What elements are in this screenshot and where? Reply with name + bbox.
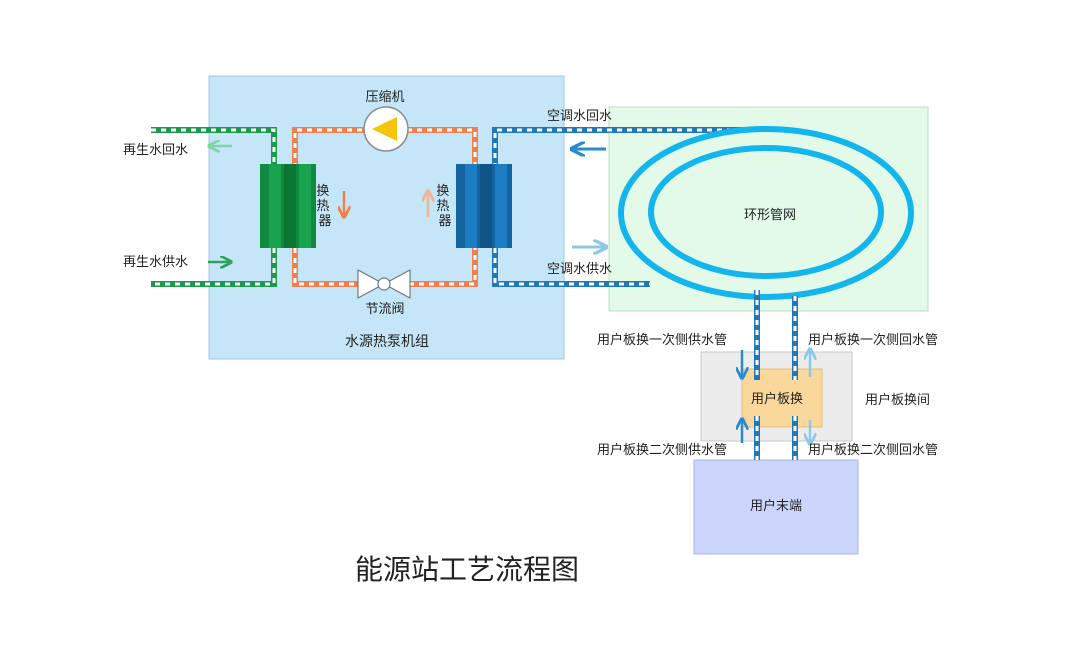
page-title: 能源站工艺流程图 — [355, 553, 579, 586]
throttle-valve-label: 节流阀 — [365, 302, 404, 317]
ac-water-return-label: 空调水回水 — [547, 109, 612, 124]
heat-exchanger-left-char-3: 器 — [318, 214, 331, 229]
heat-exchanger-left-label: 换 热 器 — [316, 184, 333, 229]
heat-exchanger-right-char-1: 换 — [436, 184, 449, 199]
heat-exchanger-left-char-2: 热 — [316, 199, 329, 214]
user-branch-pipes — [754, 290, 798, 460]
user-terminal-label: 用户末端 — [750, 498, 802, 514]
regen-water-return-label: 再生水回水 — [123, 143, 188, 158]
user-plate-room-label: 用户板换间 — [865, 392, 930, 408]
ring-pipes — [618, 126, 914, 300]
user-terminal-box — [693, 459, 859, 555]
primary-return-pipe-label: 用户板换一次侧回水管 — [808, 332, 938, 348]
heat-exchanger-right — [456, 164, 512, 248]
primary-supply-pipe-label: 用户板换一次侧供水管 — [597, 332, 727, 348]
compressor-icon — [363, 106, 409, 152]
user-plate-exchanger-label: 用户板换 — [751, 391, 803, 407]
throttle-valve-icon — [357, 268, 411, 300]
heat-exchanger-left — [260, 164, 316, 248]
heat-pump-unit-label: 水源热泵机组 — [345, 334, 429, 350]
regen-water-supply-label: 再生水供水 — [123, 255, 188, 270]
green-pipes — [151, 127, 277, 287]
compressor-label: 压缩机 — [365, 89, 404, 105]
secondary-return-pipe-label: 用户板换二次侧回水管 — [808, 442, 938, 458]
ring-network-label: 环形管网 — [744, 208, 796, 223]
heat-exchanger-left-char-1: 换 — [316, 184, 329, 199]
blue-pipes — [492, 127, 745, 287]
ac-water-supply-label: 空调水供水 — [547, 262, 612, 277]
heat-exchanger-right-label: 换 热 器 — [436, 184, 453, 229]
heat-exchanger-right-char-2: 热 — [436, 199, 449, 214]
secondary-supply-pipe-label: 用户板换二次侧供水管 — [597, 442, 727, 458]
heat-exchanger-right-char-3: 器 — [438, 214, 451, 229]
